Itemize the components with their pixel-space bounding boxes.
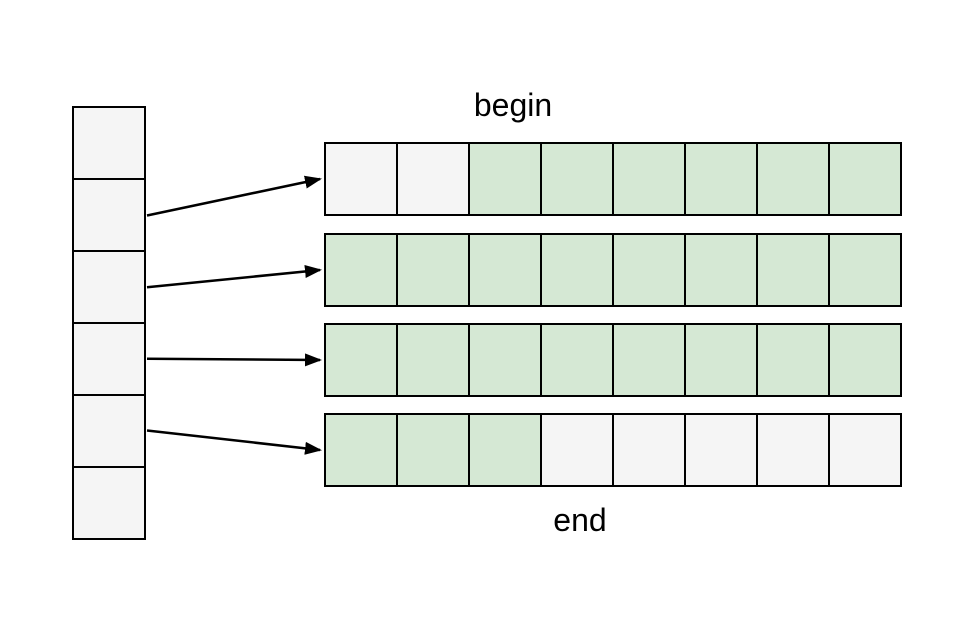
chunk-3-cell-4 [614,415,686,485]
chunk-3-cell-3 [542,415,614,485]
chunk-1-cell-2 [470,235,542,305]
chunk-2-cell-4 [614,325,686,395]
pointer-arrow-slot2-to-chunk1 [146,265,322,289]
pointer-arrow-slot3-to-chunk2 [146,353,322,367]
chunk-3-cell-7 [830,415,900,485]
chunk-row-2 [324,323,902,397]
chunk-3-cell-0 [326,415,398,485]
map-slot-2 [74,252,144,324]
chunk-1-cell-3 [542,235,614,305]
chunk-1-cell-5 [686,235,758,305]
begin-label: begin [473,87,553,123]
pointer-arrow-slot1-to-chunk0 [146,175,322,217]
end-label: end [553,502,607,538]
chunk-1-cell-6 [758,235,830,305]
chunk-2-cell-3 [542,325,614,395]
chunk-0-cell-6 [758,144,830,214]
chunk-2-cell-0 [326,325,398,395]
chunk-0-cell-2 [470,144,542,214]
chunk-2-cell-5 [686,325,758,395]
chunk-0-cell-4 [614,144,686,214]
chunk-3-cell-2 [470,415,542,485]
map-slot-3 [74,324,144,396]
chunk-0-cell-7 [830,144,900,214]
chunk-2-cell-6 [758,325,830,395]
chunk-0-cell-0 [326,144,398,214]
chunk-3-cell-1 [398,415,470,485]
chunk-row-1 [324,233,902,307]
chunk-1-cell-0 [326,235,398,305]
chunk-2-cell-1 [398,325,470,395]
chunk-3-cell-6 [758,415,830,485]
map-slot-5 [74,468,144,538]
pointer-arrow-slot4-to-chunk3 [146,429,322,455]
chunk-0-cell-1 [398,144,470,214]
chunk-1-cell-7 [830,235,900,305]
map-slot-1 [74,180,144,252]
chunk-0-cell-3 [542,144,614,214]
chunk-0-cell-5 [686,144,758,214]
chunk-1-cell-1 [398,235,470,305]
chunk-1-cell-4 [614,235,686,305]
chunk-row-0 [324,142,902,216]
map-slot-4 [74,396,144,468]
map-column [72,106,146,540]
map-slot-0 [74,108,144,180]
chunk-2-cell-2 [470,325,542,395]
chunk-row-3 [324,413,902,487]
chunk-2-cell-7 [830,325,900,395]
chunk-3-cell-5 [686,415,758,485]
